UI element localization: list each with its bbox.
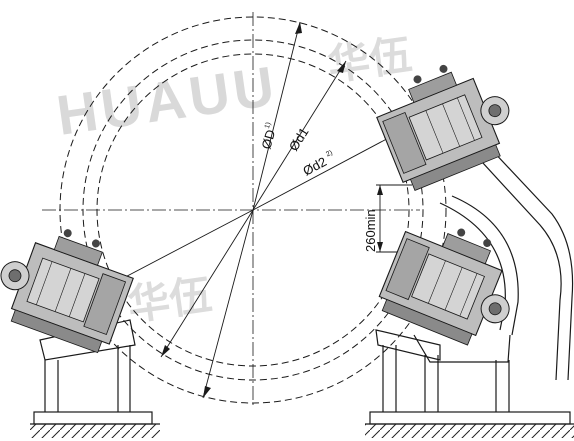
label-gap-dimension: 260min: [363, 209, 378, 252]
brake-unit-left: [0, 229, 134, 354]
brake-unit-right-lower: [378, 228, 510, 346]
brake-unit-right-upper: [376, 64, 510, 191]
watermark-latin: HUAUU: [53, 54, 282, 147]
ground-left: [30, 424, 160, 438]
label-inner-note: 2): [325, 149, 334, 158]
left-support: [33, 319, 153, 425]
ground-right: [365, 424, 574, 438]
right-support: [369, 329, 571, 425]
label-outer-diameter: ØD: [258, 128, 278, 151]
diameter-lines: [109, 21, 397, 399]
watermark: HUAUU 华伍 华伍: [53, 30, 415, 330]
watermark-chinese-2: 华伍: [125, 270, 215, 330]
watermark-chinese: 华伍: [325, 30, 415, 90]
label-mid-diameter: Ød1: [286, 125, 312, 154]
label-outer-note: 1): [264, 121, 272, 129]
label-inner-diameter: Ød2: [300, 154, 329, 179]
diameter-labels: ØD 1) Ød1 Ød2 2): [258, 121, 334, 179]
